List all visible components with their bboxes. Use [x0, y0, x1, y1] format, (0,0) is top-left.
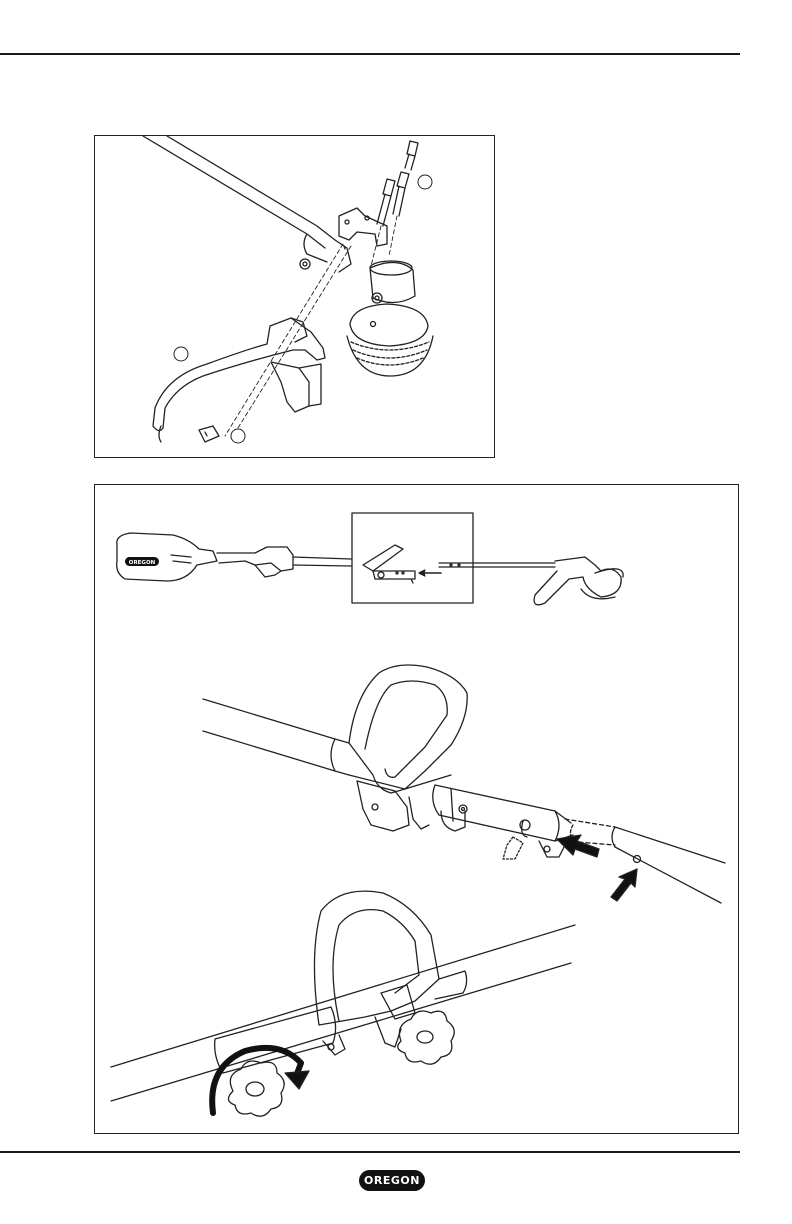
screw-1	[377, 179, 395, 226]
detail-inset	[352, 513, 473, 603]
figure-shaft-connection: OREGON	[94, 484, 739, 1134]
mini-trimmer	[534, 557, 621, 605]
arrow-insert	[557, 835, 599, 857]
arrow-pin	[611, 869, 637, 901]
knob-right	[398, 1011, 454, 1064]
spool-cap	[350, 304, 428, 346]
callout-2	[174, 347, 188, 361]
spool-ring	[347, 336, 433, 376]
footer-rule	[0, 1151, 740, 1153]
shaft-connection-drawing: OREGON	[95, 485, 739, 1134]
power-head-logo: OREGON	[129, 560, 156, 566]
upper-tube	[203, 699, 335, 771]
loop-handle-upper	[349, 665, 467, 793]
upper-shaft	[293, 557, 351, 566]
screw-3	[405, 141, 418, 170]
bottom-tube-upper	[111, 925, 575, 1101]
callout-3	[231, 429, 245, 443]
brand-logo: OREGON	[359, 1170, 425, 1191]
nut	[199, 426, 219, 442]
lower-tube	[615, 827, 725, 903]
screw-2	[393, 172, 409, 216]
header-rule	[0, 53, 740, 55]
shaft-bolt	[300, 259, 310, 269]
figure-handle-assembly	[94, 135, 495, 458]
handle-assembly-drawing	[95, 136, 495, 458]
callout-1	[418, 175, 432, 189]
shaft	[143, 136, 325, 248]
